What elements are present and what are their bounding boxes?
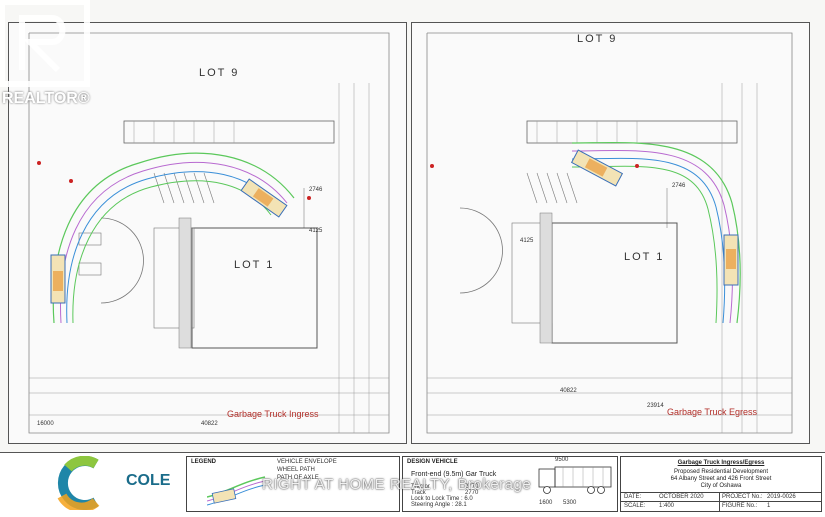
lot-1-label: LOT 1 [624,251,665,263]
title-block-line: Proposed Residential Development [673,469,769,475]
project-value: 2019-0026 [767,494,796,500]
date-label: DATE: [624,494,642,500]
ingress-plan-panel: LOT 9 LOT 1 2746 4125 16000 40822 Garbag… [8,22,407,444]
lot-1-label: LOT 1 [234,259,275,271]
vehicle-spec: Steering Angle : 28.1 [411,502,467,508]
legend-item: VEHICLE ENVELOPE [277,459,337,465]
dimension-label: 40822 [560,388,577,394]
realtor-wordmark: REALTOR® [2,90,90,107]
dimension-label: 2746 [309,187,323,193]
ingress-caption: Garbage Truck Ingress [227,409,319,419]
scale-value: 1:400 [659,503,675,509]
vehicle-spec: Lock to Lock Time : 6.0 [411,496,473,502]
title-block-line: City of Oshawa [700,483,742,489]
egress-plan-panel: LOT 9 LOT 1 2746 4125 40822 23914 Garbag… [411,22,810,444]
lot-9-label: LOT 9 [577,33,618,45]
design-vehicle-title: DESIGN VEHICLE [407,459,458,465]
project-label: PROJECT No.: [722,494,763,500]
lot-9-label: LOT 9 [199,67,240,79]
vehicle-spec-value: 2770 [465,490,479,496]
legend-title: LEGEND [191,459,217,465]
ingress-plan-drawing [28,32,390,434]
title-block: Garbage Truck Ingress/Egress Proposed Re… [620,456,822,512]
legend-box: LEGEND VEHICLE ENVELOPE WHEEL PATH PATH … [186,456,400,512]
realtor-icon [0,0,90,87]
realtor-logo: REALTOR® [0,0,95,110]
dimension-label: 40822 [201,421,218,427]
egress-caption: Garbage Truck Egress [667,407,758,417]
dimension-label: 23914 [647,403,664,409]
figure-label: FIGURE No.: [722,503,758,509]
date-value: OCTOBER 2020 [659,494,704,500]
company-name: COLE [126,472,171,489]
legend-swatch-icon [207,476,266,506]
scale-label: SCALE: [624,503,646,509]
legend-item: WHEEL PATH [277,467,315,473]
vehicle-dim: 1600 [539,500,553,506]
dimension-label: 4125 [309,228,323,234]
dimension-label: 4125 [520,238,534,244]
vehicle-spec: Track [411,490,426,496]
egress-plan-drawing [426,32,793,434]
vehicle-name: Front-end (9.5m) Gar Truck [411,471,497,478]
dimension-label: 16000 [37,421,54,427]
garbage-truck-icon [538,466,612,494]
dimension-label: 2746 [672,183,686,189]
vehicle-spec: Tractor [411,484,430,490]
vehicle-spec-value: 2770 [465,484,479,490]
vehicle-dim: 5300 [563,500,577,506]
legend-item: PATH OF AXLE [277,475,319,481]
title-block-line: 64 Albany Street and 426 Front Street [670,476,772,482]
title-strip [0,452,825,517]
vehicle-length: 9500 [555,457,569,463]
cole-logo-icon [57,456,100,510]
title-block-heading: Garbage Truck Ingress/Egress [677,460,765,466]
brokerage-watermark: RIGHT AT HOME REALTY, Brokerage [262,476,532,493]
design-vehicle-box: DESIGN VEHICLE Front-end (9.5m) Gar Truc… [402,456,618,512]
figure-value: 1 [767,503,771,509]
